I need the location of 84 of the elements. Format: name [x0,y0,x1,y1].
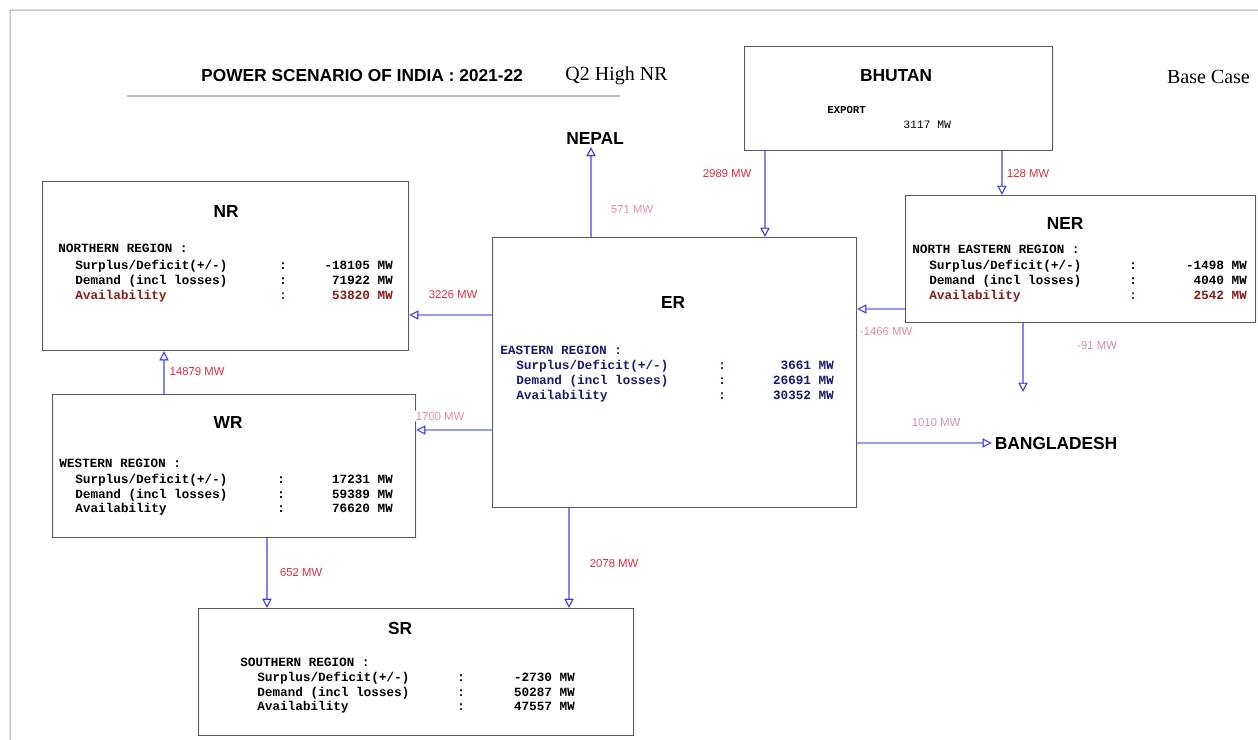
row-value: 17231 MW [332,474,393,484]
row-label: Demand (incl losses) [76,488,226,501]
row-value: -2730 MW [515,672,575,682]
row-label: Availability [75,289,167,302]
row-label: Availability [929,289,1021,302]
note: Q2 High NR [566,66,668,85]
region-name: WESTERN REGION : [59,458,178,468]
row-colon: : [1132,292,1134,299]
edge-label: 571 MW [609,203,655,215]
row-label: Surplus/Deficit(+/-) [75,473,226,486]
row-value: 4040 MW [1193,275,1247,285]
region-name: NORTH EASTERN REGION : [913,244,1077,254]
edge-label: 1010 MW [910,416,962,428]
region-name: EASTERN REGION : [501,345,619,355]
edge-label: 128 MW [1005,167,1051,179]
note: Base Case [1167,69,1250,84]
row-label: Demand (incl losses) [517,374,667,387]
row-label: Availability [516,389,608,402]
row-label: Demand (incl losses) [76,274,226,287]
row-value: 26691 MW [773,375,834,385]
arrow [856,438,992,448]
export-value: 3117 MW [904,120,951,129]
row-label: Demand (incl losses) [930,274,1080,287]
region-name: NORTHERN REGION : [59,243,185,253]
row-colon: : [280,491,282,498]
region-heading: NR [214,205,239,217]
region-name: SOUTHERN REGION : [240,657,367,667]
arrow [1018,322,1028,392]
row-colon: : [721,362,723,369]
row-label: Surplus/Deficit(+/-) [75,259,226,272]
arrow [416,425,493,435]
country-label: NEPAL [567,132,624,144]
edge-label: 14879 MW [168,365,226,377]
row-colon: : [721,377,723,384]
row-value: 2542 MW [1194,290,1247,300]
row-colon: : [280,505,282,512]
row-colon: : [1132,262,1134,269]
region-heading: ER [662,296,685,308]
export-label: EXPORT [828,105,866,114]
row-value: -1498 MW [1187,260,1247,270]
region-heading: NER [1047,217,1083,229]
arrow [409,310,493,320]
edge-label: -1466 MW [858,325,914,337]
row-value: 47557 MW [514,701,575,711]
arrow [262,537,272,608]
country-label: BANGLADESH [996,436,1116,450]
row-colon: : [282,262,284,269]
row-colon: : [721,392,723,399]
country-heading: BHUTAN [861,68,931,82]
row-value: 53820 MW [332,290,393,300]
row-colon: : [282,277,284,284]
title: POWER SCENARIO OF INDIA : 2021-22 [202,68,523,82]
region-heading: WR [213,416,243,428]
row-colon: : [460,689,462,696]
arrow [857,304,906,314]
edge-label: -91 MW [1075,339,1119,351]
edge-label: 2078 MW [588,557,640,569]
row-value: 30352 MW [773,390,834,400]
row-colon: : [460,703,462,710]
edge-label: 652 MW [278,566,324,578]
row-label: Surplus/Deficit(+/-) [257,671,408,684]
row-value: 71922 MW [332,275,393,285]
row-label: Surplus/Deficit(+/-) [929,259,1080,272]
row-colon: : [280,476,282,483]
row-value: -18105 MW [326,260,393,270]
arrow [159,351,169,395]
row-colon: : [460,674,462,681]
edge-label: 2989 MW [701,167,753,179]
row-value: 50287 MW [514,687,575,697]
row-colon: : [1132,277,1134,284]
arrow [564,507,574,608]
arrow [997,150,1007,195]
edge-label: 3226 MW [427,288,479,300]
row-colon: : [282,292,284,299]
row-value: 3661 MW [781,360,834,370]
row-label: Availability [257,700,349,713]
edge-label: 1700 MW [414,410,466,422]
arrow [760,150,770,237]
row-value: 76620 MW [332,503,393,513]
row-value: 59389 MW [332,489,393,499]
row-label: Availability [75,502,167,515]
region-heading: SR [388,621,412,635]
row-label: Surplus/Deficit(+/-) [516,359,667,372]
row-label: Demand (incl losses) [258,686,408,699]
